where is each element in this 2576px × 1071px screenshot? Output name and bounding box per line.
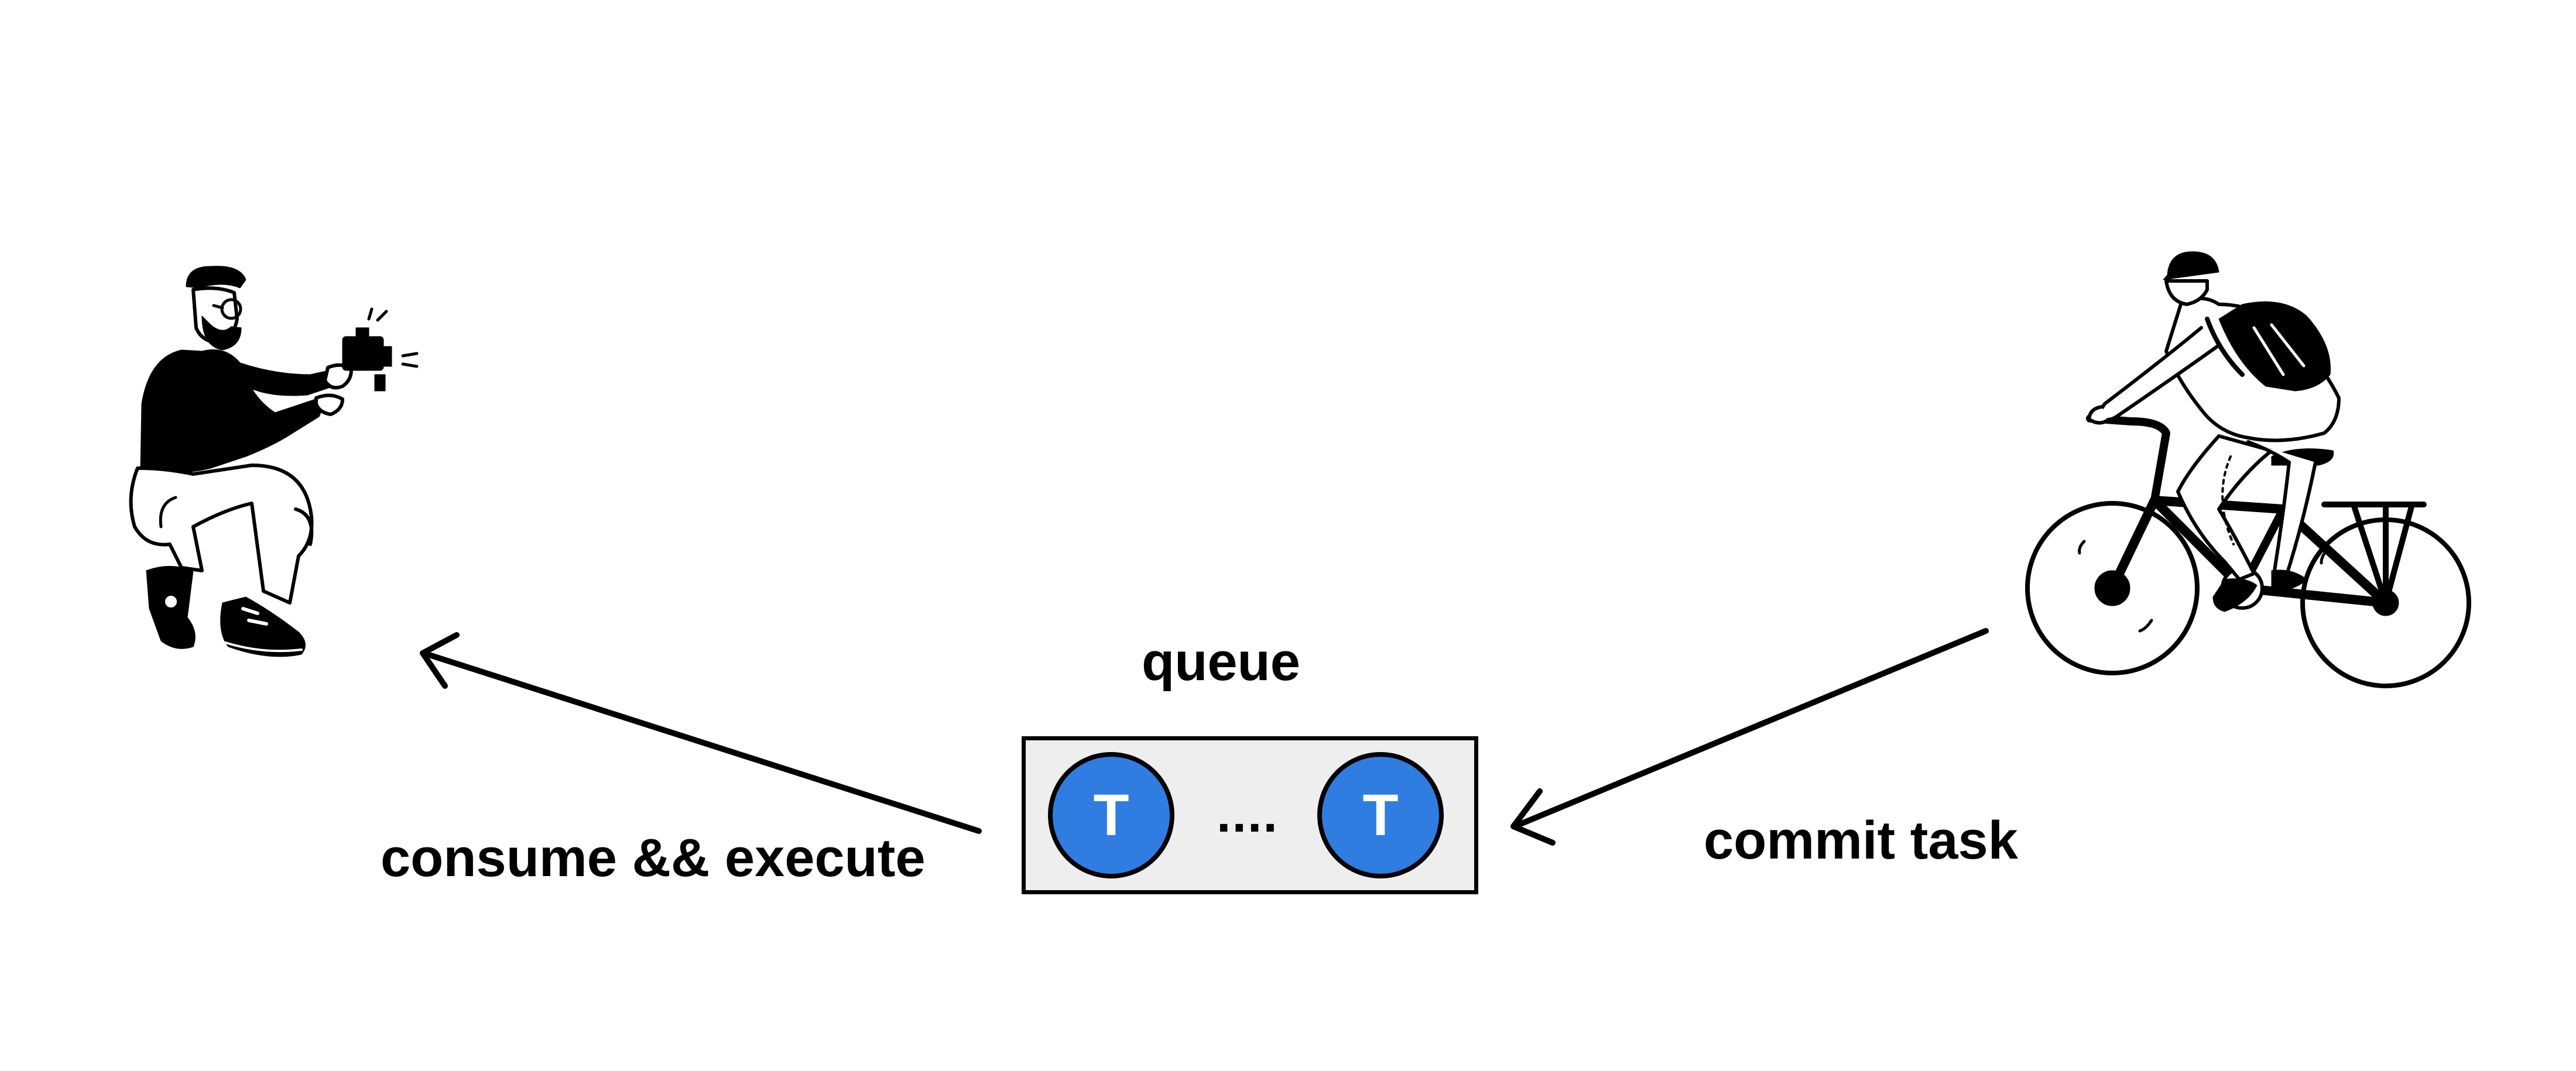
commit-task-label: commit task bbox=[1704, 811, 2018, 870]
commit-arrow bbox=[1510, 628, 1989, 846]
task-token-last: T bbox=[1317, 752, 1444, 878]
producer-cyclist-illustration bbox=[2025, 251, 2471, 688]
queue-label: queue bbox=[1142, 632, 1300, 692]
consume-arrow bbox=[420, 632, 982, 834]
consume-execute-label: consume && execute bbox=[381, 828, 926, 888]
task-token-first: T bbox=[1048, 752, 1174, 878]
queue-ellipsis: .... bbox=[1217, 785, 1279, 843]
consumer-photographer-illustration bbox=[129, 266, 419, 657]
